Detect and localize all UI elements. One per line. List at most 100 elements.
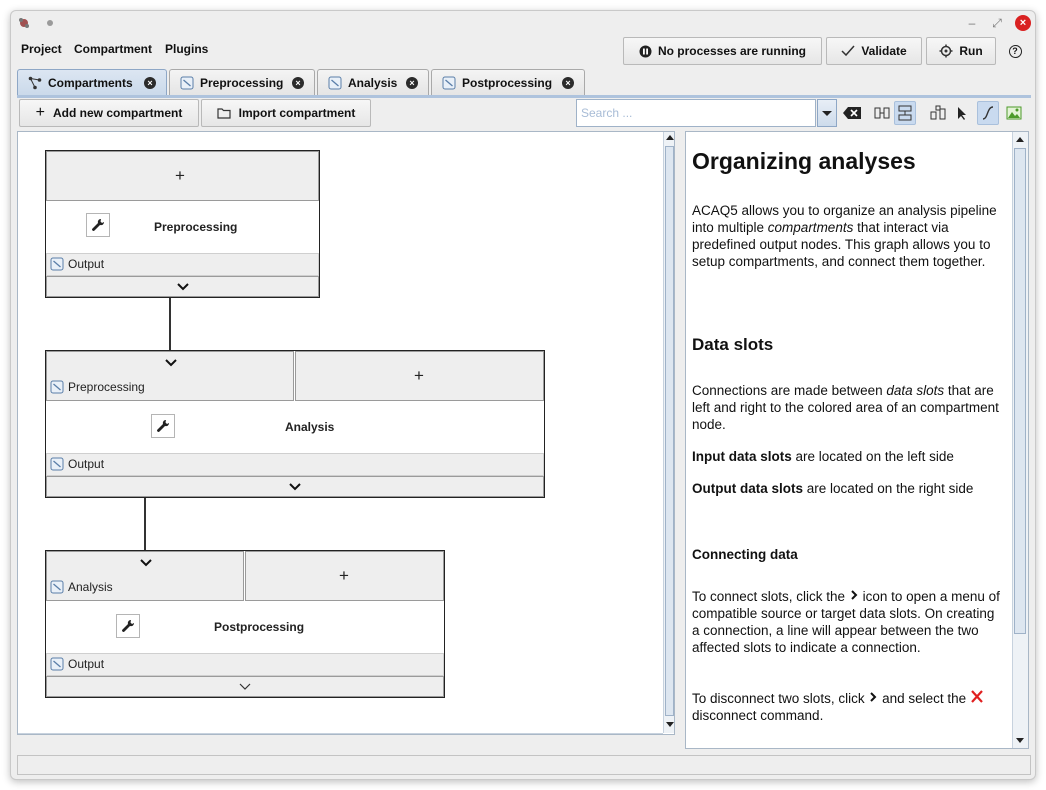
layout-horizontal-icon [874, 107, 890, 119]
tab-preprocessing[interactable]: Preprocessing × [169, 69, 315, 96]
compartment-title: Postprocessing [214, 620, 305, 634]
input-slot-label-group: Preprocessing [50, 380, 145, 394]
connection-line [169, 298, 171, 350]
wrench-icon [157, 419, 170, 432]
app-logo-icon [19, 18, 29, 28]
wrench-icon [122, 619, 135, 632]
output-slot-label-group: Output [50, 657, 104, 671]
layout-vertical-icon [898, 105, 912, 121]
tab-compartments[interactable]: Compartments × [17, 69, 167, 96]
window-menu-dot[interactable] [47, 20, 53, 26]
chevron-down-icon [239, 683, 251, 690]
compartment-node[interactable]: Preprocessing + Analysis Output [45, 350, 545, 498]
search-dropdown-button[interactable] [817, 99, 837, 127]
plus-icon: + [339, 566, 349, 585]
clear-search-button[interactable] [841, 101, 863, 125]
expand-output-button[interactable] [46, 476, 544, 497]
app-window: – ⤢ × Project Compartment Plugins No pro… [10, 10, 1036, 780]
help-icon: ? [1008, 44, 1022, 58]
scroll-right-icon[interactable] [650, 734, 662, 735]
canvas-vertical-scrollbar[interactable] [663, 132, 675, 733]
expand-output-button[interactable] [46, 276, 319, 297]
menu-project[interactable]: Project [21, 42, 62, 56]
tab-postprocessing[interactable]: Postprocessing × [431, 69, 585, 96]
import-compartment-button[interactable]: Import compartment [201, 99, 371, 127]
minimize-icon[interactable]: – [968, 16, 976, 30]
compartment-icon [50, 257, 64, 271]
output-slot-label-group: Output [50, 457, 104, 471]
scroll-left-icon[interactable] [18, 734, 30, 735]
input-slot[interactable]: Preprocessing [46, 351, 294, 401]
menu-plugins[interactable]: Plugins [165, 42, 209, 56]
compartment-icon [180, 76, 194, 90]
chevron-down-icon [177, 283, 189, 291]
help-output-slots: Output data slots are located on the rig… [692, 481, 974, 496]
help-scroll-thumb[interactable] [1014, 148, 1026, 634]
compartment-icon [442, 76, 456, 90]
add-compartment-button[interactable]: + Add new compartment [19, 99, 199, 127]
close-window-icon[interactable]: × [1015, 15, 1031, 31]
tab-analysis[interactable]: Analysis × [317, 69, 429, 96]
scroll-up-icon[interactable] [1013, 134, 1027, 146]
compartment-title: Analysis [285, 420, 335, 434]
output-slot[interactable]: Output [46, 653, 444, 676]
search-input[interactable] [577, 100, 815, 126]
compartment-settings-button[interactable] [86, 213, 110, 237]
run-button[interactable]: Run [926, 37, 996, 65]
layout-horizontal-button[interactable] [871, 101, 893, 125]
graph-canvas[interactable]: + Preprocessing Output [17, 131, 675, 735]
folder-icon [217, 108, 231, 119]
compartment-icon [50, 457, 64, 471]
input-slot[interactable]: Analysis [46, 551, 244, 601]
cursor-icon [958, 107, 966, 120]
process-status-button[interactable]: No processes are running [623, 37, 822, 65]
search-field[interactable] [576, 99, 816, 127]
compartment-node[interactable]: Analysis + Postprocessing Output [45, 550, 445, 698]
plus-icon: + [175, 166, 185, 185]
validate-button[interactable]: Validate [826, 37, 922, 65]
help-vertical-scrollbar[interactable] [1012, 132, 1028, 748]
output-slot-label: Output [68, 457, 105, 471]
menu-bar: Project Compartment Plugins No processes… [11, 35, 1035, 65]
chevron-right-icon [851, 590, 858, 600]
layout-vertical-button[interactable] [894, 101, 916, 125]
export-image-button[interactable] [1003, 101, 1025, 125]
graph-icon [28, 76, 42, 90]
canvas-horizontal-scrollbar[interactable] [18, 733, 663, 735]
compartment-settings-button[interactable] [116, 614, 140, 638]
close-tab-icon[interactable]: × [406, 77, 418, 89]
select-mode-button[interactable] [951, 101, 973, 125]
close-tab-icon[interactable]: × [562, 77, 574, 89]
menu-compartment[interactable]: Compartment [74, 42, 153, 56]
maximize-icon[interactable]: ⤢ [992, 16, 1002, 30]
add-output-slot-button[interactable]: + [245, 551, 444, 601]
compartment-icon [50, 657, 64, 671]
checkmark-icon [841, 45, 855, 57]
auto-layout-icon [930, 105, 946, 120]
compartment-icon [50, 580, 64, 594]
add-output-slot-button[interactable]: + [295, 351, 544, 401]
plus-icon: + [35, 104, 45, 121]
compartment-node[interactable]: + Preprocessing Output [45, 150, 320, 298]
scroll-down-icon[interactable] [664, 718, 675, 730]
gear-icon [939, 44, 953, 58]
scroll-down-icon[interactable] [1013, 734, 1027, 746]
add-input-slot-button[interactable]: + [46, 151, 319, 201]
output-slot[interactable]: Output [46, 453, 544, 476]
close-tab-icon[interactable]: × [144, 77, 156, 89]
vertical-scroll-thumb[interactable] [665, 146, 674, 716]
help-input-slots: Input data slots are located on the left… [692, 449, 954, 464]
compartment-settings-button[interactable] [151, 414, 175, 438]
scroll-up-icon[interactable] [664, 132, 675, 144]
help-button[interactable]: ? [1003, 37, 1027, 65]
input-slot-label: Preprocessing [68, 380, 145, 394]
curved-edges-button[interactable] [977, 101, 999, 125]
pause-icon [639, 45, 652, 57]
output-slot[interactable]: Output [46, 253, 319, 276]
input-slot-label-group: Analysis [50, 580, 113, 594]
chevron-down-icon [289, 483, 301, 491]
expand-output-button[interactable] [46, 676, 444, 697]
chevron-right-icon [870, 692, 877, 702]
close-tab-icon[interactable]: × [292, 77, 304, 89]
auto-layout-button[interactable] [927, 101, 949, 125]
